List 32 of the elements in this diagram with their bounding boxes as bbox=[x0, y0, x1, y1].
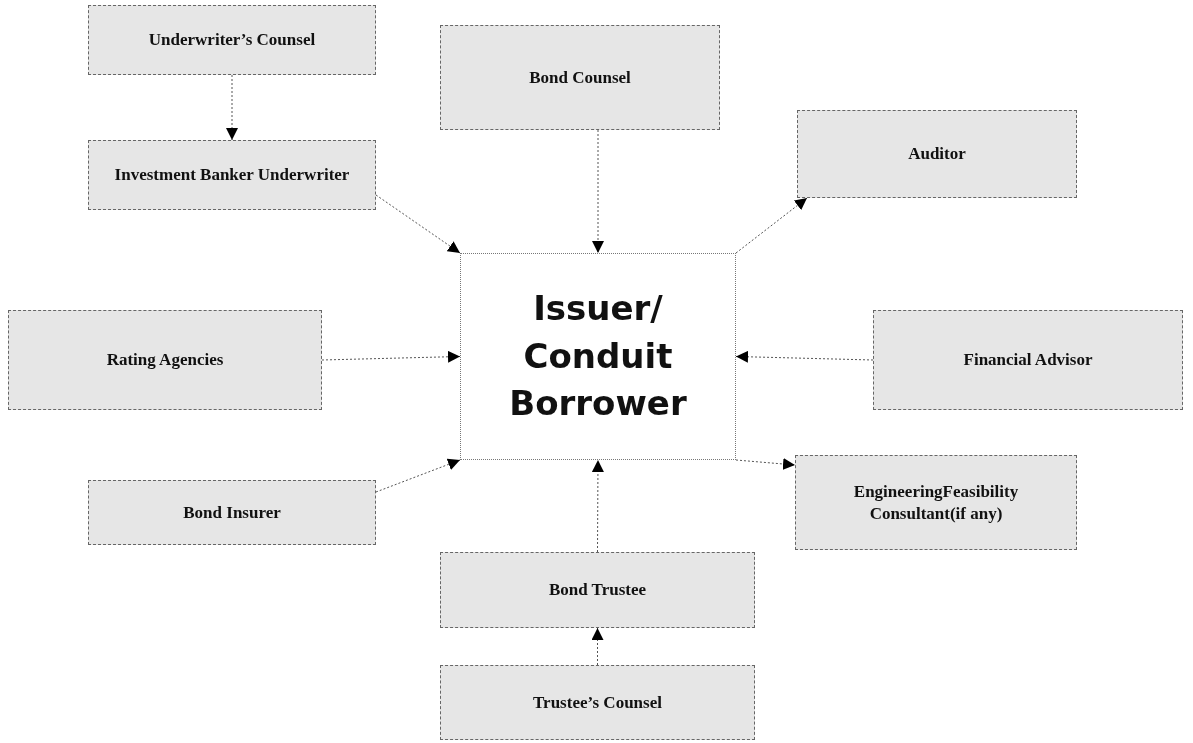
box-label: Auditor bbox=[908, 143, 966, 165]
box-label: Financial Advisor bbox=[963, 349, 1093, 371]
arrow bbox=[592, 129, 604, 254]
box-label: Underwriter’s Counsel bbox=[148, 29, 316, 51]
role-box bbox=[88, 140, 376, 210]
arrow bbox=[375, 194, 461, 254]
role-box bbox=[795, 455, 1077, 550]
role-box bbox=[440, 25, 720, 130]
box-label: Bond Counsel bbox=[529, 66, 631, 89]
arrow bbox=[735, 350, 874, 363]
arrow bbox=[735, 197, 808, 254]
role-box bbox=[88, 480, 376, 545]
central-box bbox=[460, 253, 736, 460]
arrow bbox=[375, 458, 461, 493]
role-box bbox=[440, 552, 755, 628]
box-label: Issuer/ Conduit Borrower bbox=[508, 287, 688, 426]
box-label: Bond Insurer bbox=[183, 501, 281, 524]
arrow bbox=[591, 459, 604, 553]
box-label: Trustee’s Counsel bbox=[533, 691, 662, 714]
role-box bbox=[440, 665, 755, 740]
role-box bbox=[873, 310, 1183, 410]
box-label: Investment Banker Underwriter bbox=[114, 164, 350, 186]
box-label: EngineeringFeasibility Consultant(if any) bbox=[852, 481, 1020, 524]
arrow bbox=[226, 74, 238, 141]
role-box bbox=[8, 310, 322, 410]
arrow bbox=[591, 627, 604, 666]
box-label: Rating Agencies bbox=[106, 349, 224, 371]
box-label: Bond Trustee bbox=[548, 579, 647, 601]
role-box bbox=[88, 5, 376, 75]
arrow bbox=[735, 458, 796, 470]
role-box bbox=[797, 110, 1077, 198]
arrow bbox=[321, 350, 461, 363]
